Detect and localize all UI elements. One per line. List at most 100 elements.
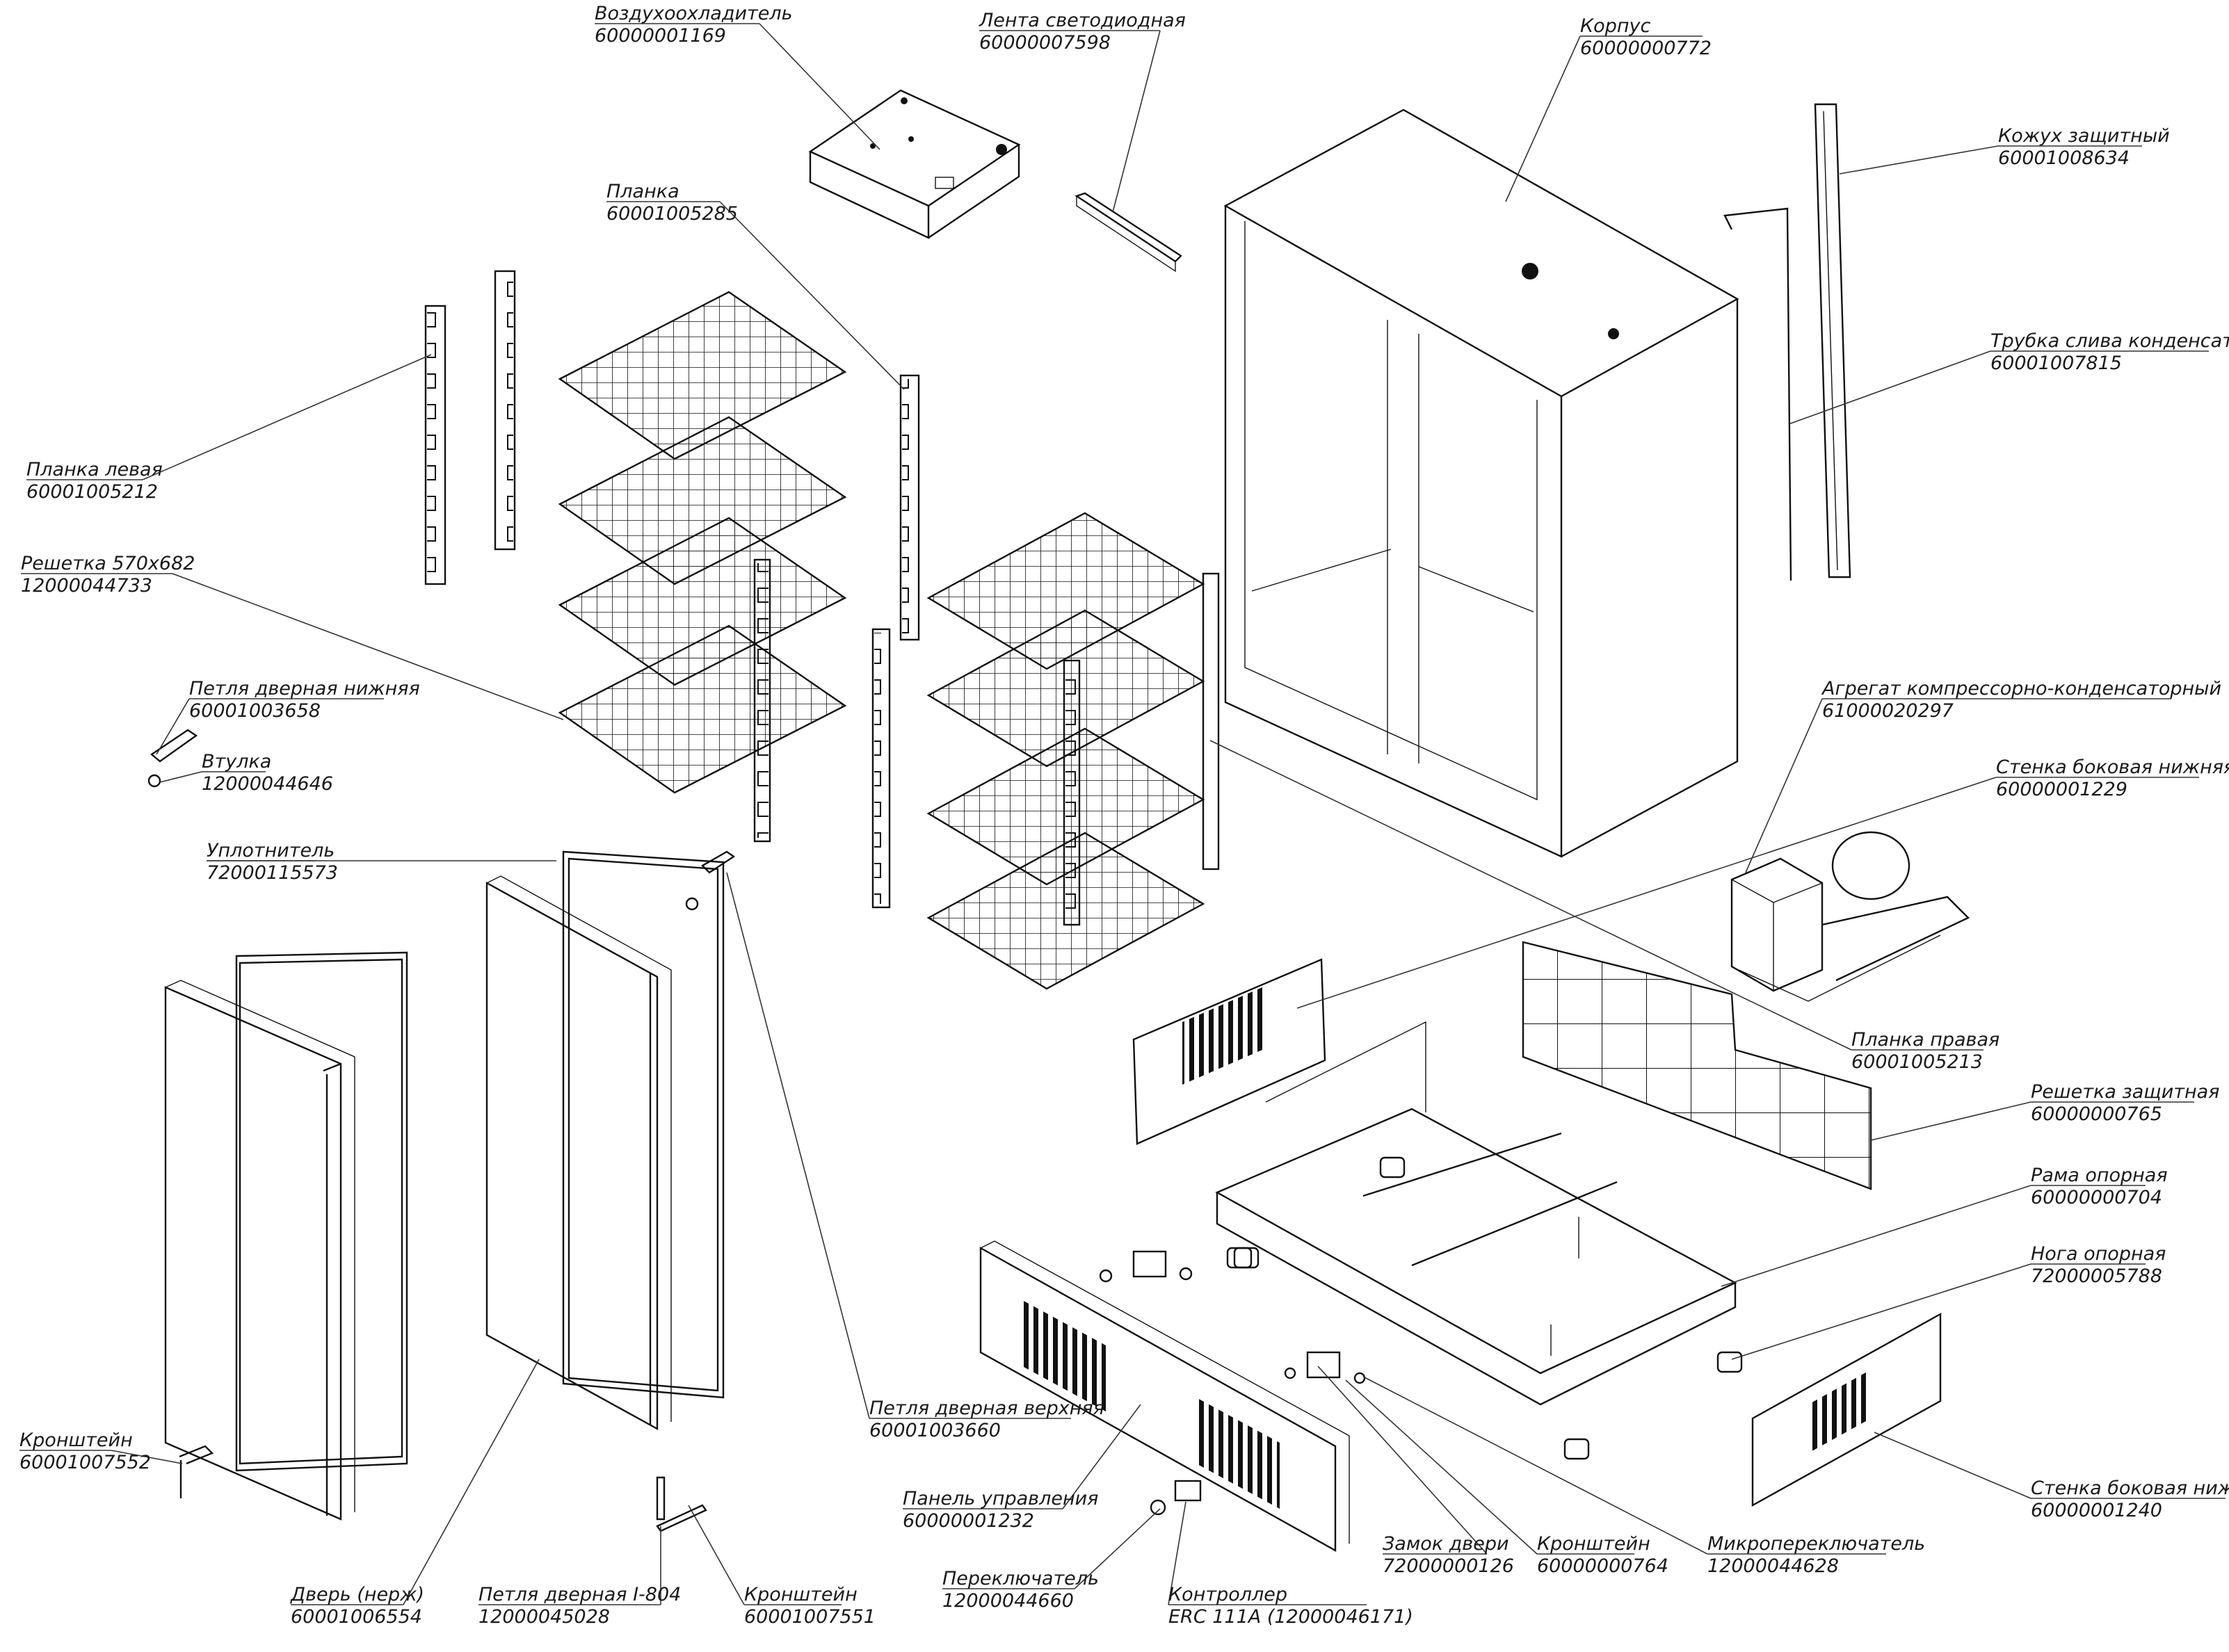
label-lower-hinge: Петля дверная нижняя 60001003658 <box>189 678 420 722</box>
label-bushing: Втулка 12000044646 <box>202 751 333 795</box>
protective-cover-drawing <box>1814 103 1851 578</box>
svg-text:Стенка боковая нижняя: Стенка боковая нижняя <box>2031 1477 2229 1499</box>
svg-text:Петля дверная I-804: Петля дверная I-804 <box>478 1584 681 1605</box>
svg-text:60000000765: 60000000765 <box>2031 1103 2162 1125</box>
label-microswitch: Микропереключатель 12000044628 <box>1707 1533 1925 1577</box>
svg-text:60001005212: 60001005212 <box>26 481 158 503</box>
svg-text:72000115573: 72000115573 <box>207 862 338 884</box>
label-lower-side-wall-2: Стенка боковая нижняя 60000001240 <box>2031 1477 2229 1521</box>
svg-text:Уплотнитель: Уплотнитель <box>207 840 335 861</box>
small-parts-drawing <box>1099 1247 1366 1516</box>
label-seal: Уплотнитель 72000115573 <box>207 840 338 884</box>
svg-text:Дверь (нерж): Дверь (нерж) <box>290 1584 424 1605</box>
label-door: Дверь (нерж) 60001006554 <box>290 1584 424 1628</box>
lower-side-wall-2-drawing <box>1751 1312 1942 1507</box>
label-right-bar: Планка правая 60001005213 <box>1851 1029 1999 1073</box>
label-bar: Планка 60001005285 <box>606 181 738 225</box>
leader-lines <box>19 23 2226 1605</box>
svg-text:60000000704: 60000000704 <box>2031 1187 2162 1208</box>
label-condensate-tube: Трубка слива конденсата 60001007815 <box>1990 330 2229 374</box>
svg-text:12000044733: 12000044733 <box>21 575 152 597</box>
label-control-panel: Панель управления 60000001232 <box>903 1488 1098 1532</box>
svg-text:12000045028: 12000045028 <box>478 1606 610 1628</box>
svg-text:60001005285: 60001005285 <box>606 203 738 225</box>
svg-text:Кронштейн: Кронштейн <box>1537 1533 1650 1555</box>
svg-text:72000005788: 72000005788 <box>2031 1265 2162 1287</box>
label-protective-cover: Кожух защитный 60001008634 <box>1998 125 2170 169</box>
label-housing: Корпус 60000000772 <box>1580 15 1712 59</box>
svg-text:Рама опорная: Рама опорная <box>2031 1165 2168 1186</box>
svg-text:Воздухоохладитель: Воздухоохладитель <box>595 3 793 24</box>
svg-text:Агрегат компрессорно-конденсат: Агрегат компрессорно-конденсаторный <box>1821 678 2221 699</box>
svg-text:61000020297: 61000020297 <box>1822 700 1954 722</box>
svg-text:Петля дверная верхняя: Петля дверная верхняя <box>869 1398 1104 1419</box>
label-air-cooler: Воздухоохладитель 60000001169 <box>595 3 793 47</box>
svg-text:12000044646: 12000044646 <box>202 773 333 795</box>
svg-text:Планка: Планка <box>606 181 679 202</box>
svg-text:60001007815: 60001007815 <box>1990 353 2122 374</box>
svg-text:60001008634: 60001008634 <box>1998 147 2130 169</box>
svg-text:60001005213: 60001005213 <box>1851 1051 1983 1073</box>
svg-text:ERC 111A (12000046171): ERC 111A (12000046171) <box>1168 1606 1413 1628</box>
svg-text:60000001232: 60000001232 <box>903 1510 1034 1532</box>
svg-text:60000001169: 60000001169 <box>595 25 726 47</box>
support-leg-drawing <box>1233 1156 1743 1460</box>
condensate-tube-drawing <box>1723 207 1792 581</box>
svg-text:Контроллер: Контроллер <box>1168 1584 1287 1605</box>
svg-text:12000044628: 12000044628 <box>1707 1555 1839 1577</box>
label-grate: Решетка 570х682 12000044733 <box>21 553 195 597</box>
svg-text:Петля дверная нижняя: Петля дверная нижняя <box>189 678 420 699</box>
grate-stack-right-drawing <box>926 512 1220 990</box>
svg-text:72000000126: 72000000126 <box>1383 1555 1514 1577</box>
label-protective-grate: Решетка защитная 60000000765 <box>2031 1081 2219 1125</box>
svg-text:60001006554: 60001006554 <box>291 1606 422 1628</box>
svg-text:Кожух защитный: Кожух защитный <box>1998 125 2170 147</box>
air-cooler-drawing <box>808 89 1021 239</box>
label-led-strip: Лента светодиодная 60000007598 <box>979 10 1186 54</box>
label-lower-side-wall-1: Стенка боковая нижняя 60000001229 <box>1996 756 2229 800</box>
label-compressor-unit: Агрегат компрессорно-конденсаторный 6100… <box>1821 678 2221 722</box>
label-support-frame: Рама опорная 60000000704 <box>2031 1165 2168 1208</box>
label-controller: Контроллер ERC 111A (12000046171) <box>1168 1584 1413 1628</box>
svg-text:60000001229: 60000001229 <box>1996 779 2127 800</box>
svg-text:Нога опорная: Нога опорная <box>2031 1243 2166 1265</box>
door-left-drawing <box>164 951 408 1521</box>
svg-text:12000044660: 12000044660 <box>942 1590 1074 1612</box>
label-upper-hinge: Петля дверная верхняя 60001003660 <box>869 1398 1104 1441</box>
lower-side-wall-1-drawing <box>1132 958 1326 1145</box>
protective-grate-drawing <box>1522 941 1872 1190</box>
grate-stack-left-drawing <box>558 291 847 843</box>
svg-text:Стенка боковая нижняя: Стенка боковая нижняя <box>1996 756 2229 778</box>
control-panel-drawing <box>979 1240 1350 1553</box>
label-bracket-2: Кронштейн 60000000764 <box>1537 1533 1668 1577</box>
svg-text:Решетка 570х682: Решетка 570х682 <box>21 553 195 574</box>
housing-drawing <box>1223 108 1739 858</box>
compressor-unit-drawing <box>1730 831 1970 1002</box>
door-center-drawing <box>485 850 725 1431</box>
label-support-leg: Нога опорная 72000005788 <box>2031 1243 2166 1287</box>
bar-drawing <box>871 374 920 909</box>
svg-text:Корпус: Корпус <box>1580 15 1650 37</box>
svg-text:Кронштейн: Кронштейн <box>744 1584 858 1605</box>
svg-text:Планка левая: Планка левая <box>26 459 163 480</box>
hinges-drawing <box>147 729 736 1532</box>
svg-text:Панель управления: Панель управления <box>903 1488 1098 1509</box>
svg-text:60000000772: 60000000772 <box>1580 38 1712 59</box>
label-bracket-3: Кронштейн 60001007551 <box>744 1584 876 1628</box>
svg-text:60000001240: 60000001240 <box>2031 1500 2162 1521</box>
svg-text:Переключатель: Переключатель <box>942 1568 1099 1589</box>
svg-text:60001007552: 60001007552 <box>19 1452 151 1473</box>
label-switch: Переключатель 12000044660 <box>942 1568 1099 1612</box>
label-door-lock: Замок двери 72000000126 <box>1383 1533 1514 1577</box>
svg-text:60001007551: 60001007551 <box>744 1606 876 1628</box>
svg-text:Планка правая: Планка правая <box>1851 1029 1999 1051</box>
svg-text:60000000764: 60000000764 <box>1537 1555 1668 1577</box>
support-frame-drawing <box>1215 1021 1737 1406</box>
left-bar-drawing <box>424 270 516 585</box>
svg-text:Втулка: Втулка <box>202 751 271 772</box>
svg-text:60001003660: 60001003660 <box>869 1420 1001 1441</box>
svg-text:Микропереключатель: Микропереключатель <box>1707 1533 1925 1555</box>
svg-text:60000007598: 60000007598 <box>979 32 1111 54</box>
label-left-bar: Планка левая 60001005212 <box>26 459 163 503</box>
